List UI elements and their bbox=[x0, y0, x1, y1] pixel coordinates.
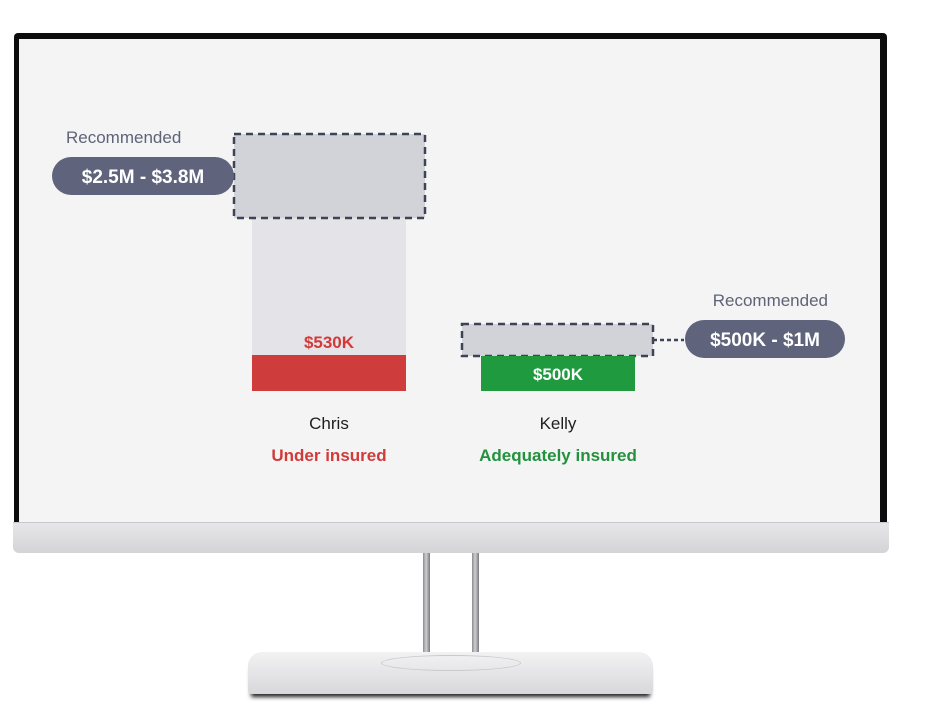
kelly-current-bar bbox=[481, 356, 635, 391]
kelly-status-label: Adequately insured bbox=[479, 446, 637, 465]
kelly-recommended-range bbox=[462, 324, 653, 356]
chris-recommended-range bbox=[234, 134, 425, 218]
monitor-screen bbox=[19, 39, 880, 522]
kelly-recommended-value: $500K - $1M bbox=[710, 330, 820, 351]
chris-recommended-value: $2.5M - $3.8M bbox=[82, 167, 205, 188]
kelly-recommended-pill bbox=[685, 320, 845, 358]
chris-recommended-caption: Recommended bbox=[66, 128, 181, 147]
monitor-base bbox=[248, 652, 653, 694]
chris-recommended-pill bbox=[52, 157, 234, 195]
kelly-name-label: Kelly bbox=[540, 414, 577, 433]
kelly-recommended-caption: Recommended bbox=[713, 291, 828, 310]
stand-post-left bbox=[423, 553, 430, 665]
chris-current-label: $530K bbox=[304, 333, 355, 352]
chris-current-bar bbox=[252, 355, 406, 391]
chris-status-label: Under insured bbox=[271, 446, 386, 465]
kelly-current-label: $500K bbox=[533, 365, 584, 384]
base-ring bbox=[381, 655, 521, 671]
chris-name-label: Chris bbox=[309, 414, 349, 433]
stand-post-right bbox=[472, 553, 479, 665]
monitor-chin bbox=[13, 522, 889, 553]
